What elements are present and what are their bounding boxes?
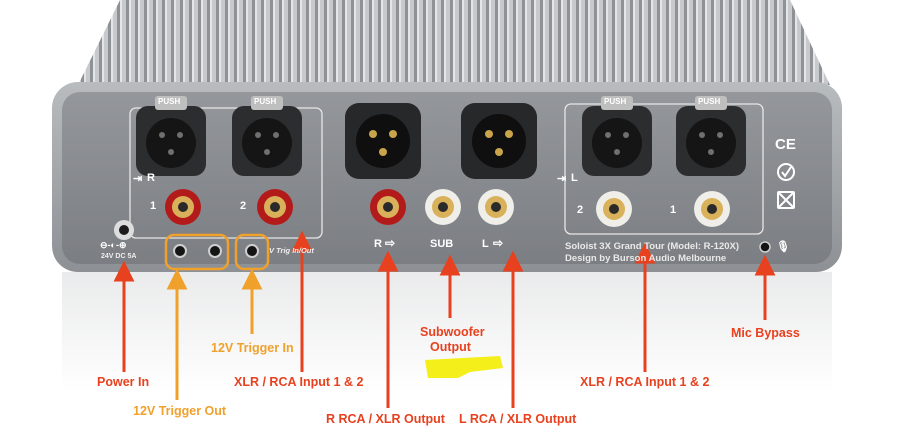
label-trigger-in: 12V Trigger In xyxy=(211,341,294,355)
compliance-icons xyxy=(777,163,795,209)
trigger-text: V Trig In/Out xyxy=(269,246,314,255)
label-power-in: Power In xyxy=(97,375,150,389)
rca-input-right-1 xyxy=(694,191,730,227)
power-jack xyxy=(114,220,134,240)
rca-input-left-2 xyxy=(257,189,293,225)
xlr-input-right-2 xyxy=(582,96,652,176)
trigger-jacks xyxy=(173,244,259,258)
label-subwoofer-2: Output xyxy=(430,340,471,354)
rca-label-sub: SUB xyxy=(430,238,454,250)
arrows-orange xyxy=(166,268,263,400)
label-r-output: R RCA / XLR Output xyxy=(326,412,445,426)
rca-input-left-1 xyxy=(165,189,201,225)
mic-icon: 🎙 xyxy=(776,241,790,253)
model-line-1: Soloist 3X Grand Tour (Model: R-120X) xyxy=(565,241,740,252)
rca-label-r: R xyxy=(374,238,382,250)
input-number-1: 1 xyxy=(150,200,157,212)
push-label-1: PUSH xyxy=(158,97,181,106)
push-label-4: PUSH xyxy=(698,97,721,106)
label-trigger-out: 12V Trigger Out xyxy=(133,404,227,418)
output-icon-r: ⇨ xyxy=(385,236,396,250)
power-spec: 24V DC 5A xyxy=(101,253,137,260)
highlight-mark xyxy=(425,356,503,378)
rca-output-l xyxy=(478,189,514,225)
label-l-output: L RCA / XLR Output xyxy=(459,412,577,426)
output-icon-l: ⇨ xyxy=(493,236,504,250)
input-number-2: 2 xyxy=(240,200,247,212)
xlr-input-right-1 xyxy=(676,96,746,176)
push-label-3: PUSH xyxy=(604,97,627,106)
xlr-output-r xyxy=(345,103,421,179)
mic-bypass-jack xyxy=(759,241,771,253)
section-label-l: L xyxy=(571,172,578,184)
xlr-input-left-2 xyxy=(232,96,302,176)
rca-label-l: L xyxy=(482,238,489,250)
rca-output-sub xyxy=(425,189,461,225)
ce-mark: CE xyxy=(775,136,796,153)
xlr-input-left-1 xyxy=(136,96,206,176)
rca-input-right-2 xyxy=(596,191,632,227)
input-icon-r: ⇥ xyxy=(133,173,143,185)
input-number-1-right: 1 xyxy=(670,204,677,216)
model-info: Soloist 3X Grand Tour (Model: R-120X) De… xyxy=(565,241,739,265)
rca-output-r xyxy=(370,189,406,225)
label-subwoofer-1: Subwoofer xyxy=(420,325,485,339)
label-xlr-rca-input-right: XLR / RCA Input 1 & 2 xyxy=(580,375,710,389)
arrows-red xyxy=(113,230,776,408)
model-line-2: Design by Burson Audio Melbourne xyxy=(565,253,727,264)
xlr-output-l xyxy=(461,103,537,179)
input-number-2-right: 2 xyxy=(577,204,584,216)
label-mic-bypass: Mic Bypass xyxy=(731,326,800,340)
heatsink-fins xyxy=(78,0,830,85)
section-label-r: R xyxy=(147,172,155,184)
label-xlr-rca-input-left: XLR / RCA Input 1 & 2 xyxy=(234,375,364,389)
power-symbol: ⊖-◐-⊕ xyxy=(100,240,127,250)
input-icon-l: ⇥ xyxy=(557,173,567,185)
push-label-2: PUSH xyxy=(254,97,277,106)
